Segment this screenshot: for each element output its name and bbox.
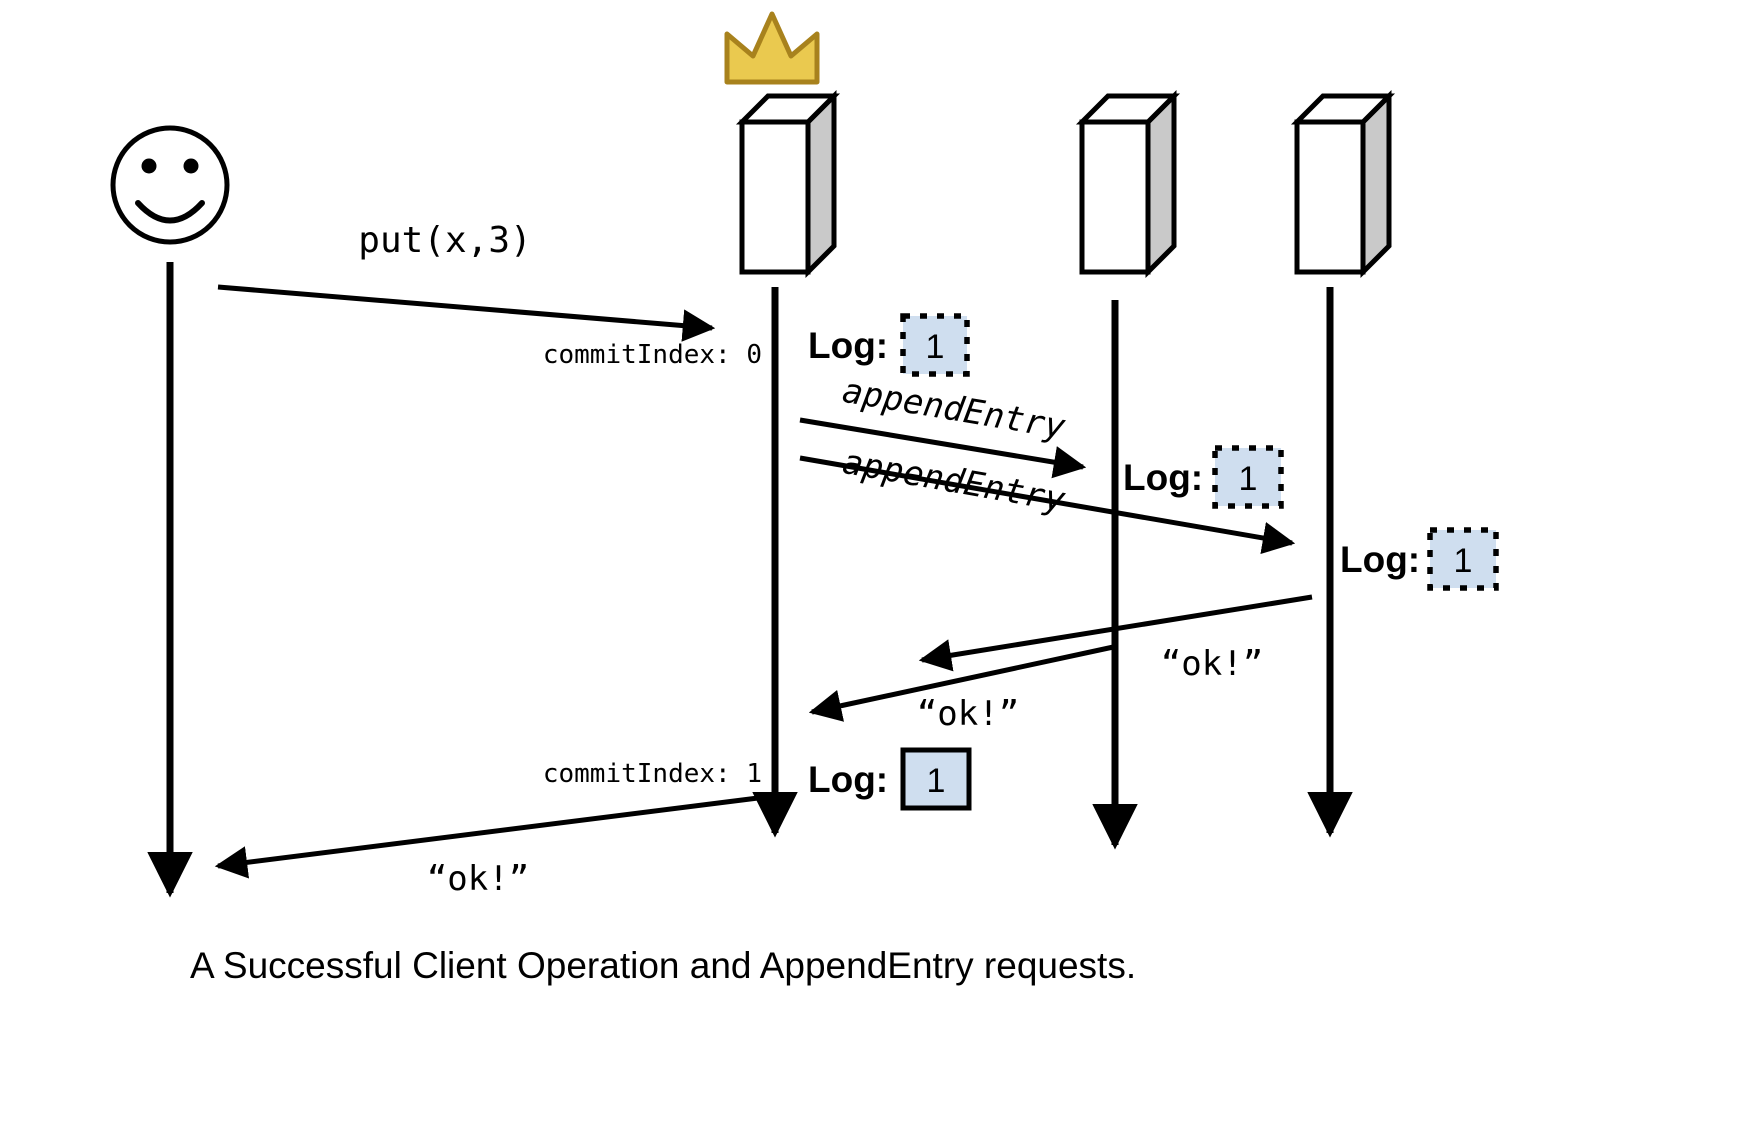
client-eye-left-icon [141,158,157,174]
put-message-label: put(x,3) [358,220,531,261]
append-entry-arrow-follower1 [799,417,1087,479]
follower2-server [1290,89,1396,838]
leader-log-entry-box-uncommitted [900,313,970,377]
ok-arrow-from-follower1 [808,643,1119,722]
follower2-server-icon [1294,119,1366,275]
client-actor [110,125,230,898]
append-entry-label-2: appendEntry [840,442,1069,521]
leader-server-icon [739,119,811,275]
client-eye-right-icon [183,158,199,174]
ok-label-follower2: “ok!” [1161,644,1263,684]
leader-log-entry-box-committed [900,747,972,811]
leader-server [724,11,841,838]
append-entry-label-1: appendEntry [839,371,1068,448]
follower1-log-entry-box [1212,445,1284,509]
append-entry-arrow-follower2 [799,455,1296,555]
follower2-log-entry-box [1427,527,1499,591]
client-smiley-icon [110,125,230,245]
ok-label-client: “ok!” [427,859,529,899]
commit-index-1-label: commitIndex: 1 [543,759,762,789]
follower1-log-label: Log: [1123,457,1203,498]
leader-box-side [805,89,837,279]
put-request-arrow [217,284,716,342]
follower1-server-icon [1079,119,1151,275]
client-smile-icon [135,200,205,224]
follower2-log-entry: 1 [1454,542,1473,580]
caption: A Successful Client Operation and Append… [190,945,1136,986]
leader-log-entry-uncommitted: 1 [926,328,945,366]
follower1-box-side [1145,89,1177,279]
leader-log-label-uncommitted: Log: [808,325,888,366]
follower2-log-label: Log: [1340,539,1420,580]
follower1-server [1075,89,1181,850]
commit-index-0-label: commitIndex: 0 [543,340,762,370]
follower2-box-side [1360,89,1392,279]
leader-log-label-committed: Log: [808,759,888,800]
ok-label-follower1: “ok!” [917,694,1019,734]
ok-arrow-from-follower2 [918,594,1313,672]
crown-icon [724,11,820,85]
leader-log-entry-committed: 1 [927,762,946,800]
follower1-log-entry: 1 [1239,460,1258,498]
ok-arrow-to-client [214,795,759,879]
